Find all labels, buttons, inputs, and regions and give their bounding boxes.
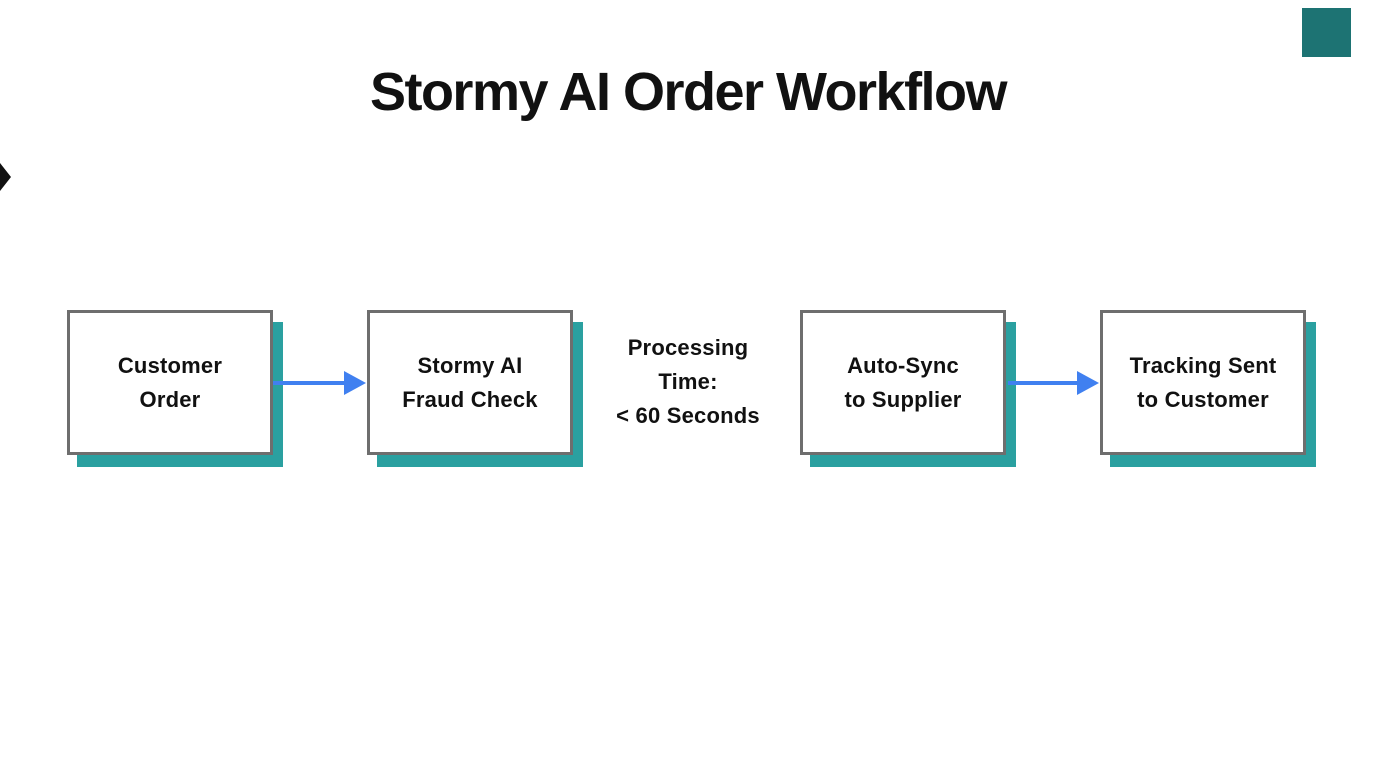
- processing-time-note: Processing Time: < 60 Seconds: [561, 331, 815, 433]
- annotation-line: Time:: [658, 369, 718, 394]
- node-label-line: Order: [139, 386, 201, 412]
- node-label-line: to Supplier: [844, 386, 962, 412]
- node-label-line: Fraud Check: [402, 386, 538, 412]
- arrow-line: [1008, 381, 1078, 385]
- node-label-line: Customer: [117, 352, 223, 378]
- node-label-line: Auto-Sync: [847, 352, 959, 378]
- arrow-head-icon: [344, 371, 366, 395]
- left-edge-notch: [0, 163, 11, 191]
- arrow-head-icon: [1077, 371, 1099, 395]
- node-label-line: Tracking Sent: [1129, 352, 1277, 378]
- flow-node-stormy-ai-fraud-check: Stormy AI Fraud Check: [367, 310, 573, 455]
- annotation-line: Processing: [627, 335, 749, 360]
- annotation-line: < 60 Seconds: [616, 403, 760, 428]
- node-label-line: Stormy AI: [417, 352, 523, 378]
- flow-node-auto-sync-to-supplier: Auto-Sync to Supplier: [800, 310, 1006, 455]
- flow-node-customer-order: Customer Order: [67, 310, 273, 455]
- page-title: Stormy AI Order Workflow: [369, 62, 1008, 122]
- corner-accent-square: [1302, 8, 1351, 57]
- arrow-line: [273, 381, 347, 385]
- flow-node-tracking-sent-to-customer: Tracking Sent to Customer: [1100, 310, 1306, 455]
- node-label-line: to Customer: [1137, 386, 1269, 412]
